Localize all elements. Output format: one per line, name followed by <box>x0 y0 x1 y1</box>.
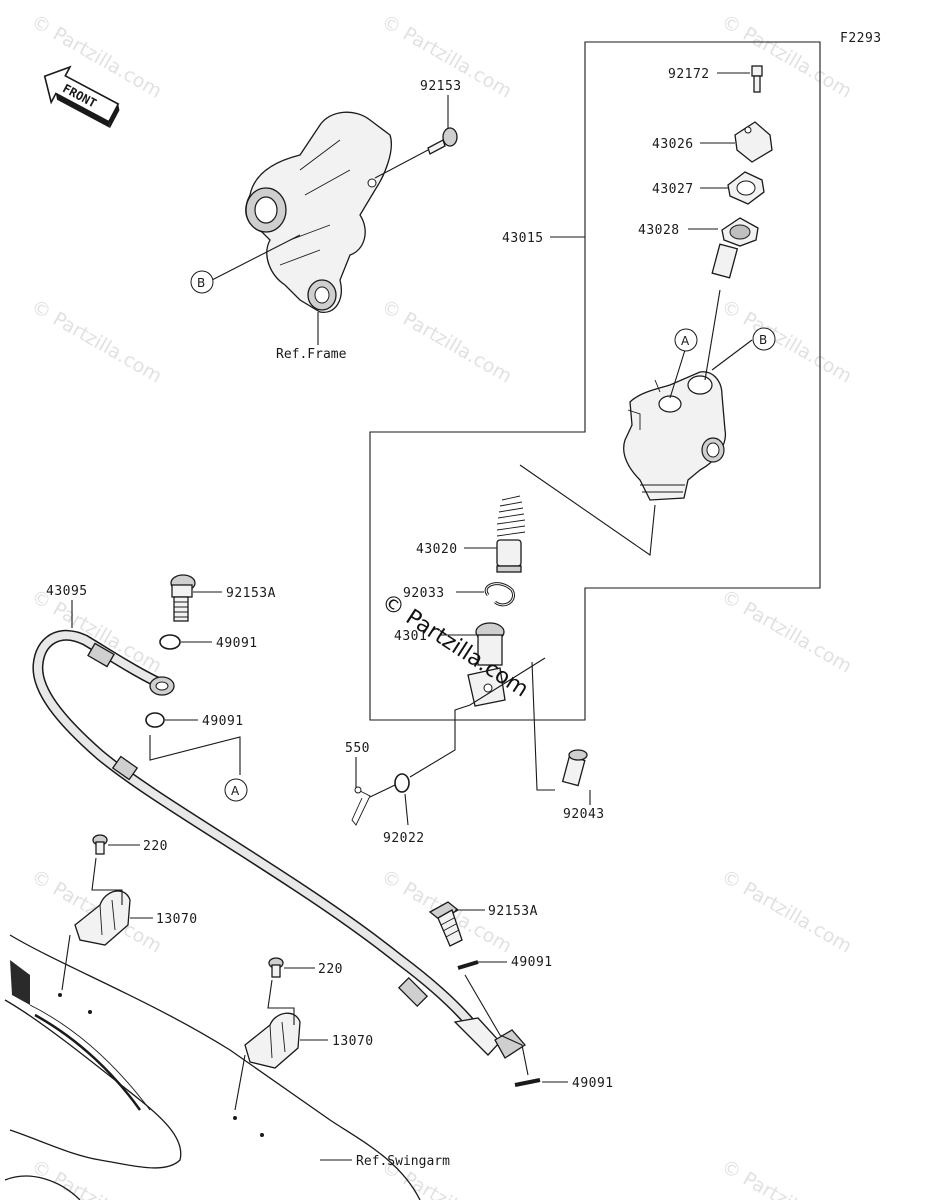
part-number: 4301 <box>394 629 427 644</box>
frame-bracket <box>245 111 392 313</box>
callout-a: A <box>681 334 690 348</box>
part-number: 43095 <box>46 584 88 599</box>
reservoir-cap-43026 <box>734 121 773 163</box>
washer-49091 <box>457 960 479 970</box>
part-number: 49091 <box>572 1076 614 1091</box>
watermark: © Partzilla.com <box>28 295 166 387</box>
watermark: © Partzilla.com <box>718 585 856 677</box>
ref-swingarm-label: Ref.Swingarm <box>356 1154 450 1169</box>
part-number: 550 <box>345 741 370 756</box>
part-number: 13070 <box>156 912 198 927</box>
banjo-bolt-92153a-bottom <box>428 901 463 947</box>
assembly-43015-outline <box>369 41 821 721</box>
ref-frame-label: Ref.Frame <box>276 347 347 362</box>
washer-49091 <box>145 712 165 728</box>
watermark: © Partzilla.com <box>28 585 166 677</box>
swingarm <box>4 934 421 1200</box>
part-number: 43020 <box>416 542 458 557</box>
part-number: 49091 <box>216 636 258 651</box>
center-watermark: © Partzilla.com <box>377 589 533 702</box>
part-number: 43028 <box>638 223 680 238</box>
washer-49091 <box>159 634 181 650</box>
callout-b: B <box>759 333 767 347</box>
pin-92043 <box>561 749 588 787</box>
master-cylinder-body <box>623 371 727 501</box>
part-number: 220 <box>318 962 343 977</box>
banjo-bolt-92153a-top <box>170 574 196 622</box>
part-number: 13070 <box>332 1034 374 1049</box>
watermark: © Partzilla.com <box>718 295 856 387</box>
part-number: 43015 <box>502 231 544 246</box>
part-number: 92172 <box>668 67 710 82</box>
part-number: 92033 <box>403 586 445 601</box>
brake-hose-43095 <box>32 629 526 1059</box>
cotter-pin-550 <box>351 786 371 826</box>
part-number: 220 <box>143 839 168 854</box>
part-number: 92153 <box>420 79 462 94</box>
screw-220 <box>92 834 108 855</box>
diaphragm-43028 <box>711 217 759 279</box>
watermark: © Partzilla.com <box>718 1155 856 1200</box>
part-number: 43027 <box>652 182 694 197</box>
circlip-92033 <box>484 582 515 607</box>
diagram-code: F2293 <box>840 31 882 46</box>
plate-43027 <box>727 171 765 205</box>
screw-220 <box>268 957 284 978</box>
washer-49091 <box>514 1078 541 1087</box>
washer-92022 <box>394 773 410 793</box>
callout-b: B <box>197 276 205 290</box>
part-number: 92153A <box>488 904 538 919</box>
hose-clamp-13070 <box>244 1012 301 1069</box>
bolt-92172 <box>751 65 763 93</box>
part-number: 49091 <box>202 714 244 729</box>
watermark: © Partzilla.com <box>378 295 516 387</box>
piston-spring-43020 <box>496 495 526 573</box>
part-number: 43026 <box>652 137 694 152</box>
part-number: 92022 <box>383 831 425 846</box>
bolt-92153 <box>427 127 458 155</box>
callout-a: A <box>231 784 240 798</box>
watermark: © Partzilla.com <box>718 865 856 957</box>
part-number: 92043 <box>563 807 605 822</box>
pushrod-4301x <box>467 622 506 707</box>
watermark: © Partzilla.com <box>718 10 856 102</box>
part-number: 92153A <box>226 586 276 601</box>
part-number: 49091 <box>511 955 553 970</box>
